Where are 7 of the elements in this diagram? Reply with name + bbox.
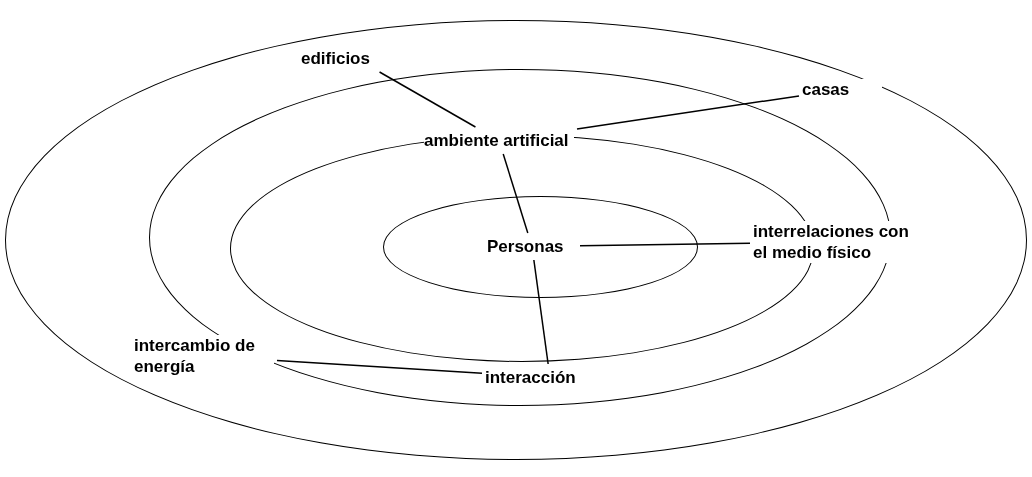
connector-line (533, 259, 549, 365)
connector-line (502, 153, 529, 234)
node-label: intercambio de energía (134, 335, 274, 377)
connector-line (576, 95, 800, 130)
connector-line (579, 242, 751, 247)
connector-line (276, 359, 483, 374)
connector-line (378, 71, 477, 128)
